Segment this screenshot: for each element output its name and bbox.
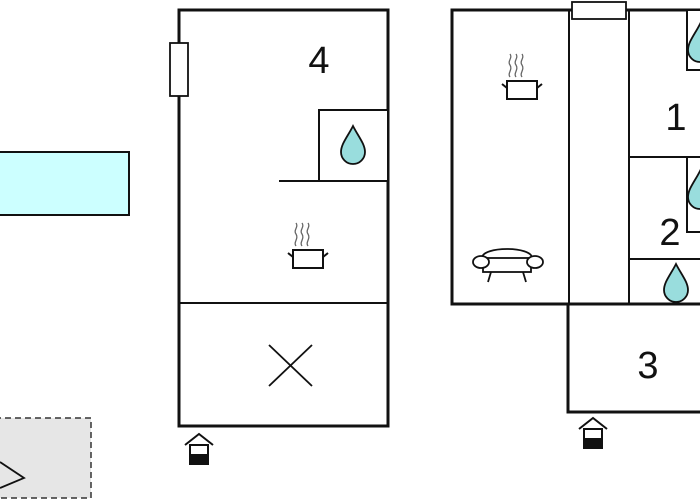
sofa-icon bbox=[472, 248, 544, 283]
room-1-label: 1 bbox=[665, 97, 686, 139]
room-2-label: 2 bbox=[659, 212, 680, 254]
room-4-label: 4 bbox=[308, 40, 329, 82]
room-3-label: 3 bbox=[637, 345, 658, 387]
entrance-arrow-icon bbox=[184, 433, 214, 465]
entrance-arrow-icon bbox=[578, 417, 608, 449]
bed-cross-icon bbox=[268, 344, 313, 387]
pool bbox=[0, 151, 130, 216]
window bbox=[169, 42, 189, 97]
terrace bbox=[0, 417, 92, 499]
building-middle bbox=[169, 8, 390, 428]
building-right bbox=[450, 1, 700, 414]
window bbox=[571, 1, 627, 20]
